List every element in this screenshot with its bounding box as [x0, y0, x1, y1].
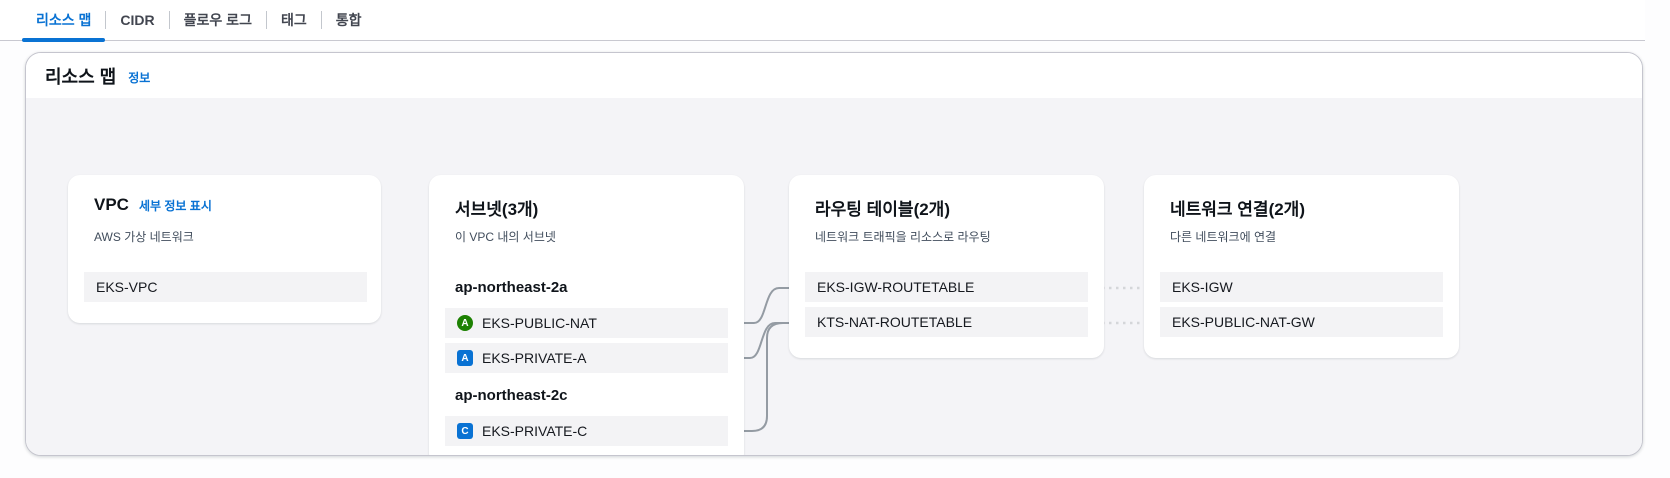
network-connections-card-subtitle: 다른 네트워크에 연결	[1170, 230, 1277, 244]
tab-separator	[265, 11, 267, 29]
tab-cidr[interactable]: CIDR	[106, 0, 168, 41]
network-connections-card: 네트워크 연결(2개) 다른 네트워크에 연결 EKS-IGW EKS-PUBL…	[1144, 175, 1459, 358]
connection-item-eks-public-nat-gw[interactable]: EKS-PUBLIC-NAT-GW	[1160, 307, 1443, 337]
subnets-card-title: 서브넷(3개)	[455, 200, 539, 219]
subnet-item-eks-private-a[interactable]: A EKS-PRIVATE-A	[445, 343, 728, 373]
connection-item-eks-igw[interactable]: EKS-IGW	[1160, 272, 1443, 302]
subnet-item-label: EKS-PRIVATE-A	[482, 350, 587, 366]
route-tables-card-subtitle: 네트워크 트래픽을 리소스로 라우팅	[815, 230, 991, 244]
tab-resource-map-label: 리소스 맵	[36, 12, 92, 28]
panel-title: 리소스 맵	[45, 66, 117, 87]
connection-item-label: EKS-PUBLIC-NAT-GW	[1172, 314, 1315, 330]
subnet-item-eks-public-nat[interactable]: A EKS-PUBLIC-NAT	[445, 308, 728, 338]
route-table-item-kts-nat-routetable[interactable]: KTS-NAT-ROUTETABLE	[805, 307, 1088, 337]
route-tables-card-title: 라우팅 테이블(2개)	[815, 200, 950, 219]
vpc-item-label: EKS-VPC	[96, 279, 158, 295]
private-subnet-az-a-icon: A	[457, 350, 473, 366]
subnets-card: 서브넷(3개) 이 VPC 내의 서브넷 ap-northeast-2a A E…	[429, 175, 744, 455]
private-subnet-az-c-icon: C	[457, 423, 473, 439]
subnets-card-subtitle: 이 VPC 내의 서브넷	[455, 230, 556, 244]
tab-flow-logs-label: 플로우 로그	[183, 12, 252, 28]
resource-map-canvas: VPC 세부 정보 표시 AWS 가상 네트워크 EKS-VPC 서브넷(3개)…	[26, 98, 1642, 455]
vpc-card-subtitle: AWS 가상 네트워크	[94, 230, 194, 244]
tab-cidr-label: CIDR	[120, 12, 155, 28]
az-label-ap-northeast-2c: ap-northeast-2c	[455, 387, 568, 404]
subnet-item-eks-private-c[interactable]: C EKS-PRIVATE-C	[445, 416, 728, 446]
vpc-show-details-link[interactable]: 세부 정보 표시	[138, 199, 212, 213]
tab-tags[interactable]: 태그	[267, 0, 321, 41]
vpc-item-eks-vpc[interactable]: EKS-VPC	[84, 272, 367, 302]
route-table-item-label: KTS-NAT-ROUTETABLE	[817, 314, 973, 330]
route-tables-card: 라우팅 테이블(2개) 네트워크 트래픽을 리소스로 라우팅 EKS-IGW-R…	[789, 175, 1104, 358]
info-link[interactable]: 정보	[128, 71, 151, 85]
tab-separator	[320, 11, 322, 29]
tab-flow-logs[interactable]: 플로우 로그	[170, 0, 266, 41]
route-table-item-eks-igw-routetable[interactable]: EKS-IGW-ROUTETABLE	[805, 272, 1088, 302]
tab-integrations-label: 통합	[335, 12, 362, 28]
vpc-card-title: VPC	[94, 195, 129, 214]
subnet-item-label: EKS-PUBLIC-NAT	[482, 315, 597, 331]
route-table-item-label: EKS-IGW-ROUTETABLE	[817, 279, 975, 295]
subnet-item-label: EKS-PRIVATE-C	[482, 423, 588, 439]
network-connections-card-title: 네트워크 연결(2개)	[1170, 200, 1305, 219]
resource-map-panel: 리소스 맵 정보 VPC 세부 정보 표시 AWS 가상 네트워크	[25, 52, 1643, 456]
public-subnet-az-a-icon: A	[457, 315, 473, 331]
tab-separator	[168, 11, 170, 29]
tab-bar: 리소스 맵 CIDR 플로우 로그 태그 통합	[0, 0, 1645, 42]
tab-resource-map[interactable]: 리소스 맵	[22, 0, 106, 42]
panel-header: 리소스 맵 정보	[26, 53, 1642, 98]
tab-separator	[105, 11, 107, 29]
tab-integrations[interactable]: 통합	[322, 0, 376, 41]
connection-item-label: EKS-IGW	[1172, 279, 1233, 295]
az-label-ap-northeast-2a: ap-northeast-2a	[455, 279, 568, 296]
tab-tags-label: 태그	[280, 12, 307, 28]
vpc-card: VPC 세부 정보 표시 AWS 가상 네트워크 EKS-VPC	[68, 175, 381, 323]
